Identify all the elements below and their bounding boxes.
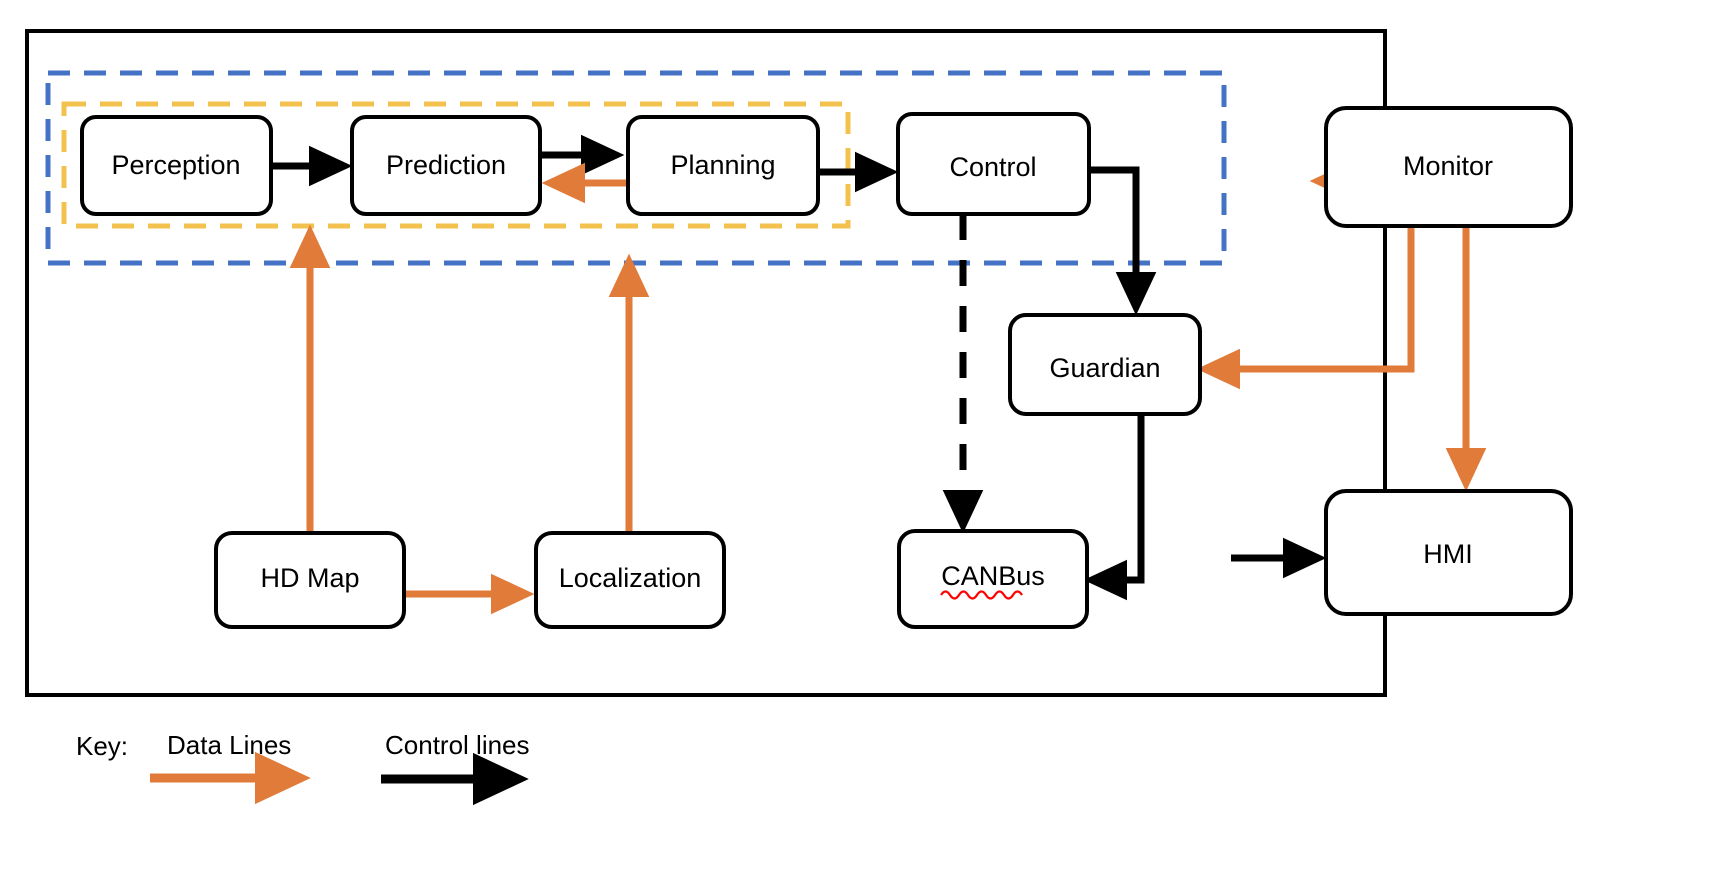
node-localization-label: Localization: [559, 563, 702, 593]
node-planning[interactable]: Planning: [626, 115, 820, 216]
spellcheck-underline-icon: [940, 590, 1023, 600]
legend-control-label: Control lines: [385, 730, 530, 760]
node-monitor-label: Monitor: [1403, 151, 1493, 181]
node-planning-label: Planning: [670, 150, 775, 180]
node-guardian-label: Guardian: [1049, 353, 1160, 383]
node-prediction-label: Prediction: [386, 150, 506, 180]
group-yellow-dashed: [61, 101, 851, 229]
node-hdmap[interactable]: HD Map: [214, 531, 406, 629]
node-canbus[interactable]: CANBus: [897, 529, 1089, 629]
node-perception-label: Perception: [111, 150, 240, 180]
node-prediction[interactable]: Prediction: [350, 115, 542, 216]
node-hmi[interactable]: HMI: [1324, 489, 1573, 616]
system-boundary: [25, 29, 1387, 697]
node-monitor[interactable]: Monitor: [1324, 106, 1573, 228]
legend-data-label: Data Lines: [167, 730, 291, 760]
node-guardian[interactable]: Guardian: [1008, 313, 1202, 416]
legend-title: Key:: [76, 731, 128, 761]
node-canbus-label: CANBus: [941, 561, 1045, 591]
node-control[interactable]: Control: [896, 112, 1091, 216]
edge-monitor-guardian: [1196, 226, 1415, 390]
edge-control-guardian: [1089, 166, 1157, 316]
legend: Key: Data Lines Control lines: [76, 730, 530, 806]
edge-guardian-canbus: [1083, 414, 1145, 601]
node-perception[interactable]: Perception: [80, 115, 273, 216]
node-localization[interactable]: Localization: [534, 531, 726, 629]
node-hdmap-label: HD Map: [260, 563, 359, 593]
node-hmi-label: HMI: [1423, 539, 1473, 569]
node-control-label: Control: [949, 152, 1036, 182]
